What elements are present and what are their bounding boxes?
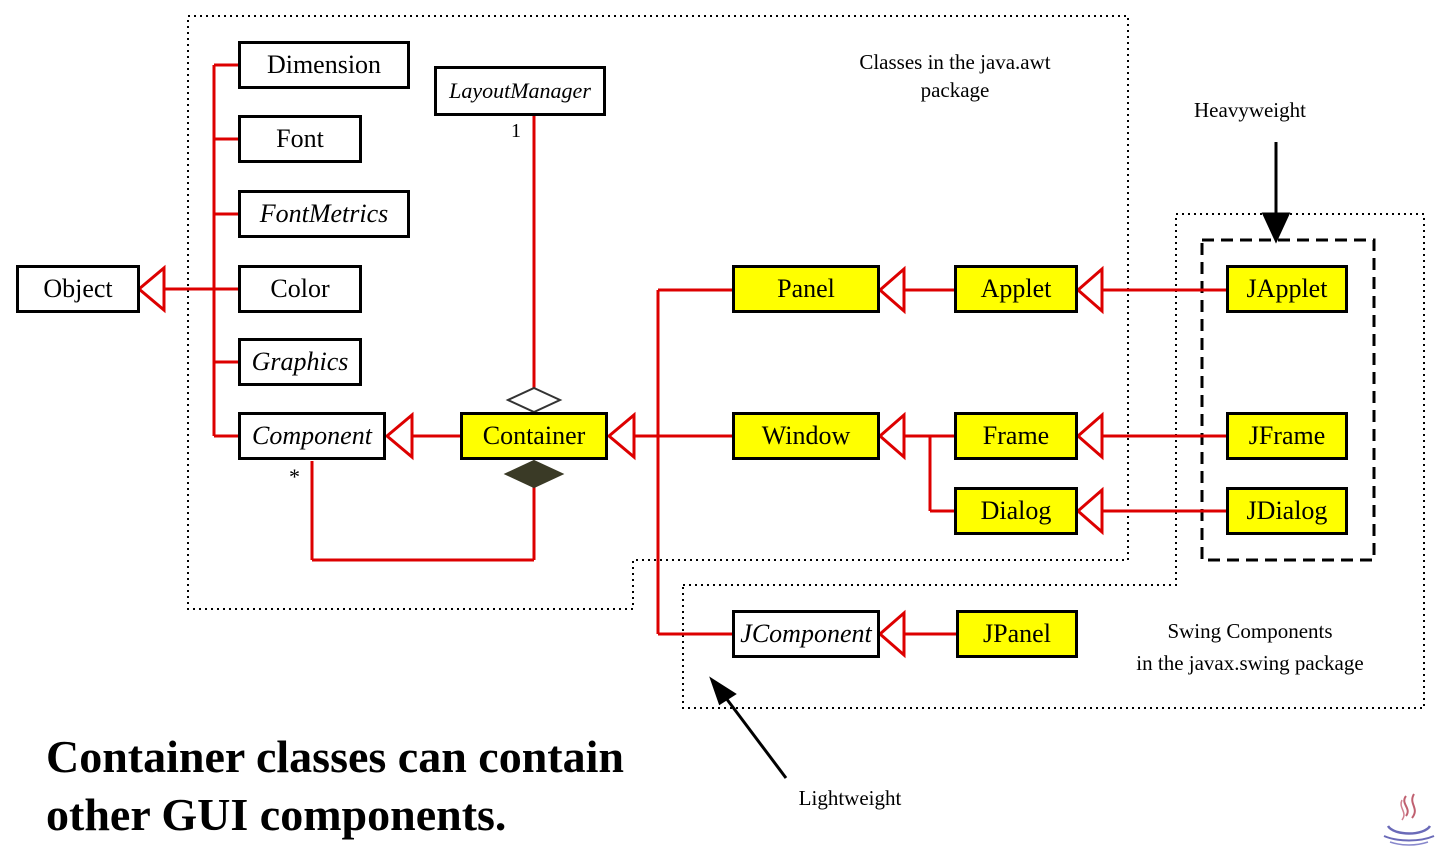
swing-package-label-line1: Swing Components xyxy=(1167,619,1333,643)
lightweight-arrowhead xyxy=(709,676,737,706)
slide-caption: Container classes can contain other GUI … xyxy=(46,728,624,844)
heavyweight-label: Heavyweight xyxy=(1194,98,1306,122)
class-graphics: Graphics xyxy=(238,338,362,386)
class-jpanel-label: JPanel xyxy=(983,619,1051,648)
swing-package-label: Swing Components in the javax.swing pack… xyxy=(1100,615,1400,679)
class-applet-label: Applet xyxy=(980,274,1052,303)
class-color-label: Color xyxy=(270,274,330,303)
awt-package-label-line2: package xyxy=(920,78,990,102)
lightweight-label: Lightweight xyxy=(798,786,902,810)
class-jpanel: JPanel xyxy=(956,610,1078,658)
class-window: Window xyxy=(732,412,880,460)
class-font: Font xyxy=(238,115,362,163)
class-frame-label: Frame xyxy=(982,421,1050,450)
class-jcomponent-label: JComponent xyxy=(740,619,872,648)
class-dialog-label: Dialog xyxy=(980,496,1052,525)
class-window-label: Window xyxy=(761,421,851,450)
relationship-lines xyxy=(164,63,1226,636)
aggregation-diamond xyxy=(505,386,563,414)
class-dimension: Dimension xyxy=(238,41,410,89)
composition-diamond xyxy=(503,459,565,489)
class-layoutmanager-label: LayoutManager xyxy=(449,78,591,103)
multiplicity-layoutmanager: 1 xyxy=(511,120,521,142)
class-jdialog: JDialog xyxy=(1226,487,1348,535)
class-japplet: JApplet xyxy=(1226,265,1348,313)
class-jframe: JFrame xyxy=(1226,412,1348,460)
swing-package-label-line2: in the javax.swing package xyxy=(1136,651,1364,675)
lightweight-arrow-shaft xyxy=(724,697,788,779)
class-component-label: Component xyxy=(252,421,372,450)
class-fontmetrics: FontMetrics xyxy=(238,190,410,238)
class-dimension-label: Dimension xyxy=(266,50,382,79)
caption-line2: other GUI components. xyxy=(46,789,507,840)
class-dialog: Dialog xyxy=(954,487,1078,535)
class-jdialog-label: JDialog xyxy=(1246,496,1328,525)
class-layoutmanager: LayoutManager xyxy=(434,66,606,116)
awt-package-label: Classes in the java.awt package xyxy=(815,48,1095,104)
class-japplet-label: JApplet xyxy=(1246,274,1328,303)
class-jframe-label: JFrame xyxy=(1248,421,1326,450)
awt-package-boundary xyxy=(187,15,1129,610)
class-container: Container xyxy=(460,412,608,460)
swing-package-boundary xyxy=(682,213,1425,709)
class-graphics-label: Graphics xyxy=(251,347,349,376)
class-frame: Frame xyxy=(954,412,1078,460)
class-applet: Applet xyxy=(954,265,1078,313)
java-cup-logo-icon xyxy=(1383,793,1435,846)
class-container-label: Container xyxy=(482,421,586,450)
inheritance-arrowheads xyxy=(136,264,1104,659)
class-object: Object xyxy=(16,265,140,313)
class-color: Color xyxy=(238,265,362,313)
multiplicity-component: * xyxy=(289,464,300,489)
class-component: Component xyxy=(238,412,386,460)
class-panel: Panel xyxy=(732,265,880,313)
awt-package-label-line1: Classes in the java.awt xyxy=(859,50,1051,74)
heavyweight-arrowhead xyxy=(1261,212,1291,244)
class-jcomponent: JComponent xyxy=(732,610,880,658)
class-fontmetrics-label: FontMetrics xyxy=(259,199,389,228)
class-font-label: Font xyxy=(276,124,324,153)
class-object-label: Object xyxy=(43,274,113,303)
caption-line1: Container classes can contain xyxy=(46,731,624,782)
class-panel-label: Panel xyxy=(777,274,835,303)
heavyweight-group-boundary xyxy=(1200,238,1376,562)
